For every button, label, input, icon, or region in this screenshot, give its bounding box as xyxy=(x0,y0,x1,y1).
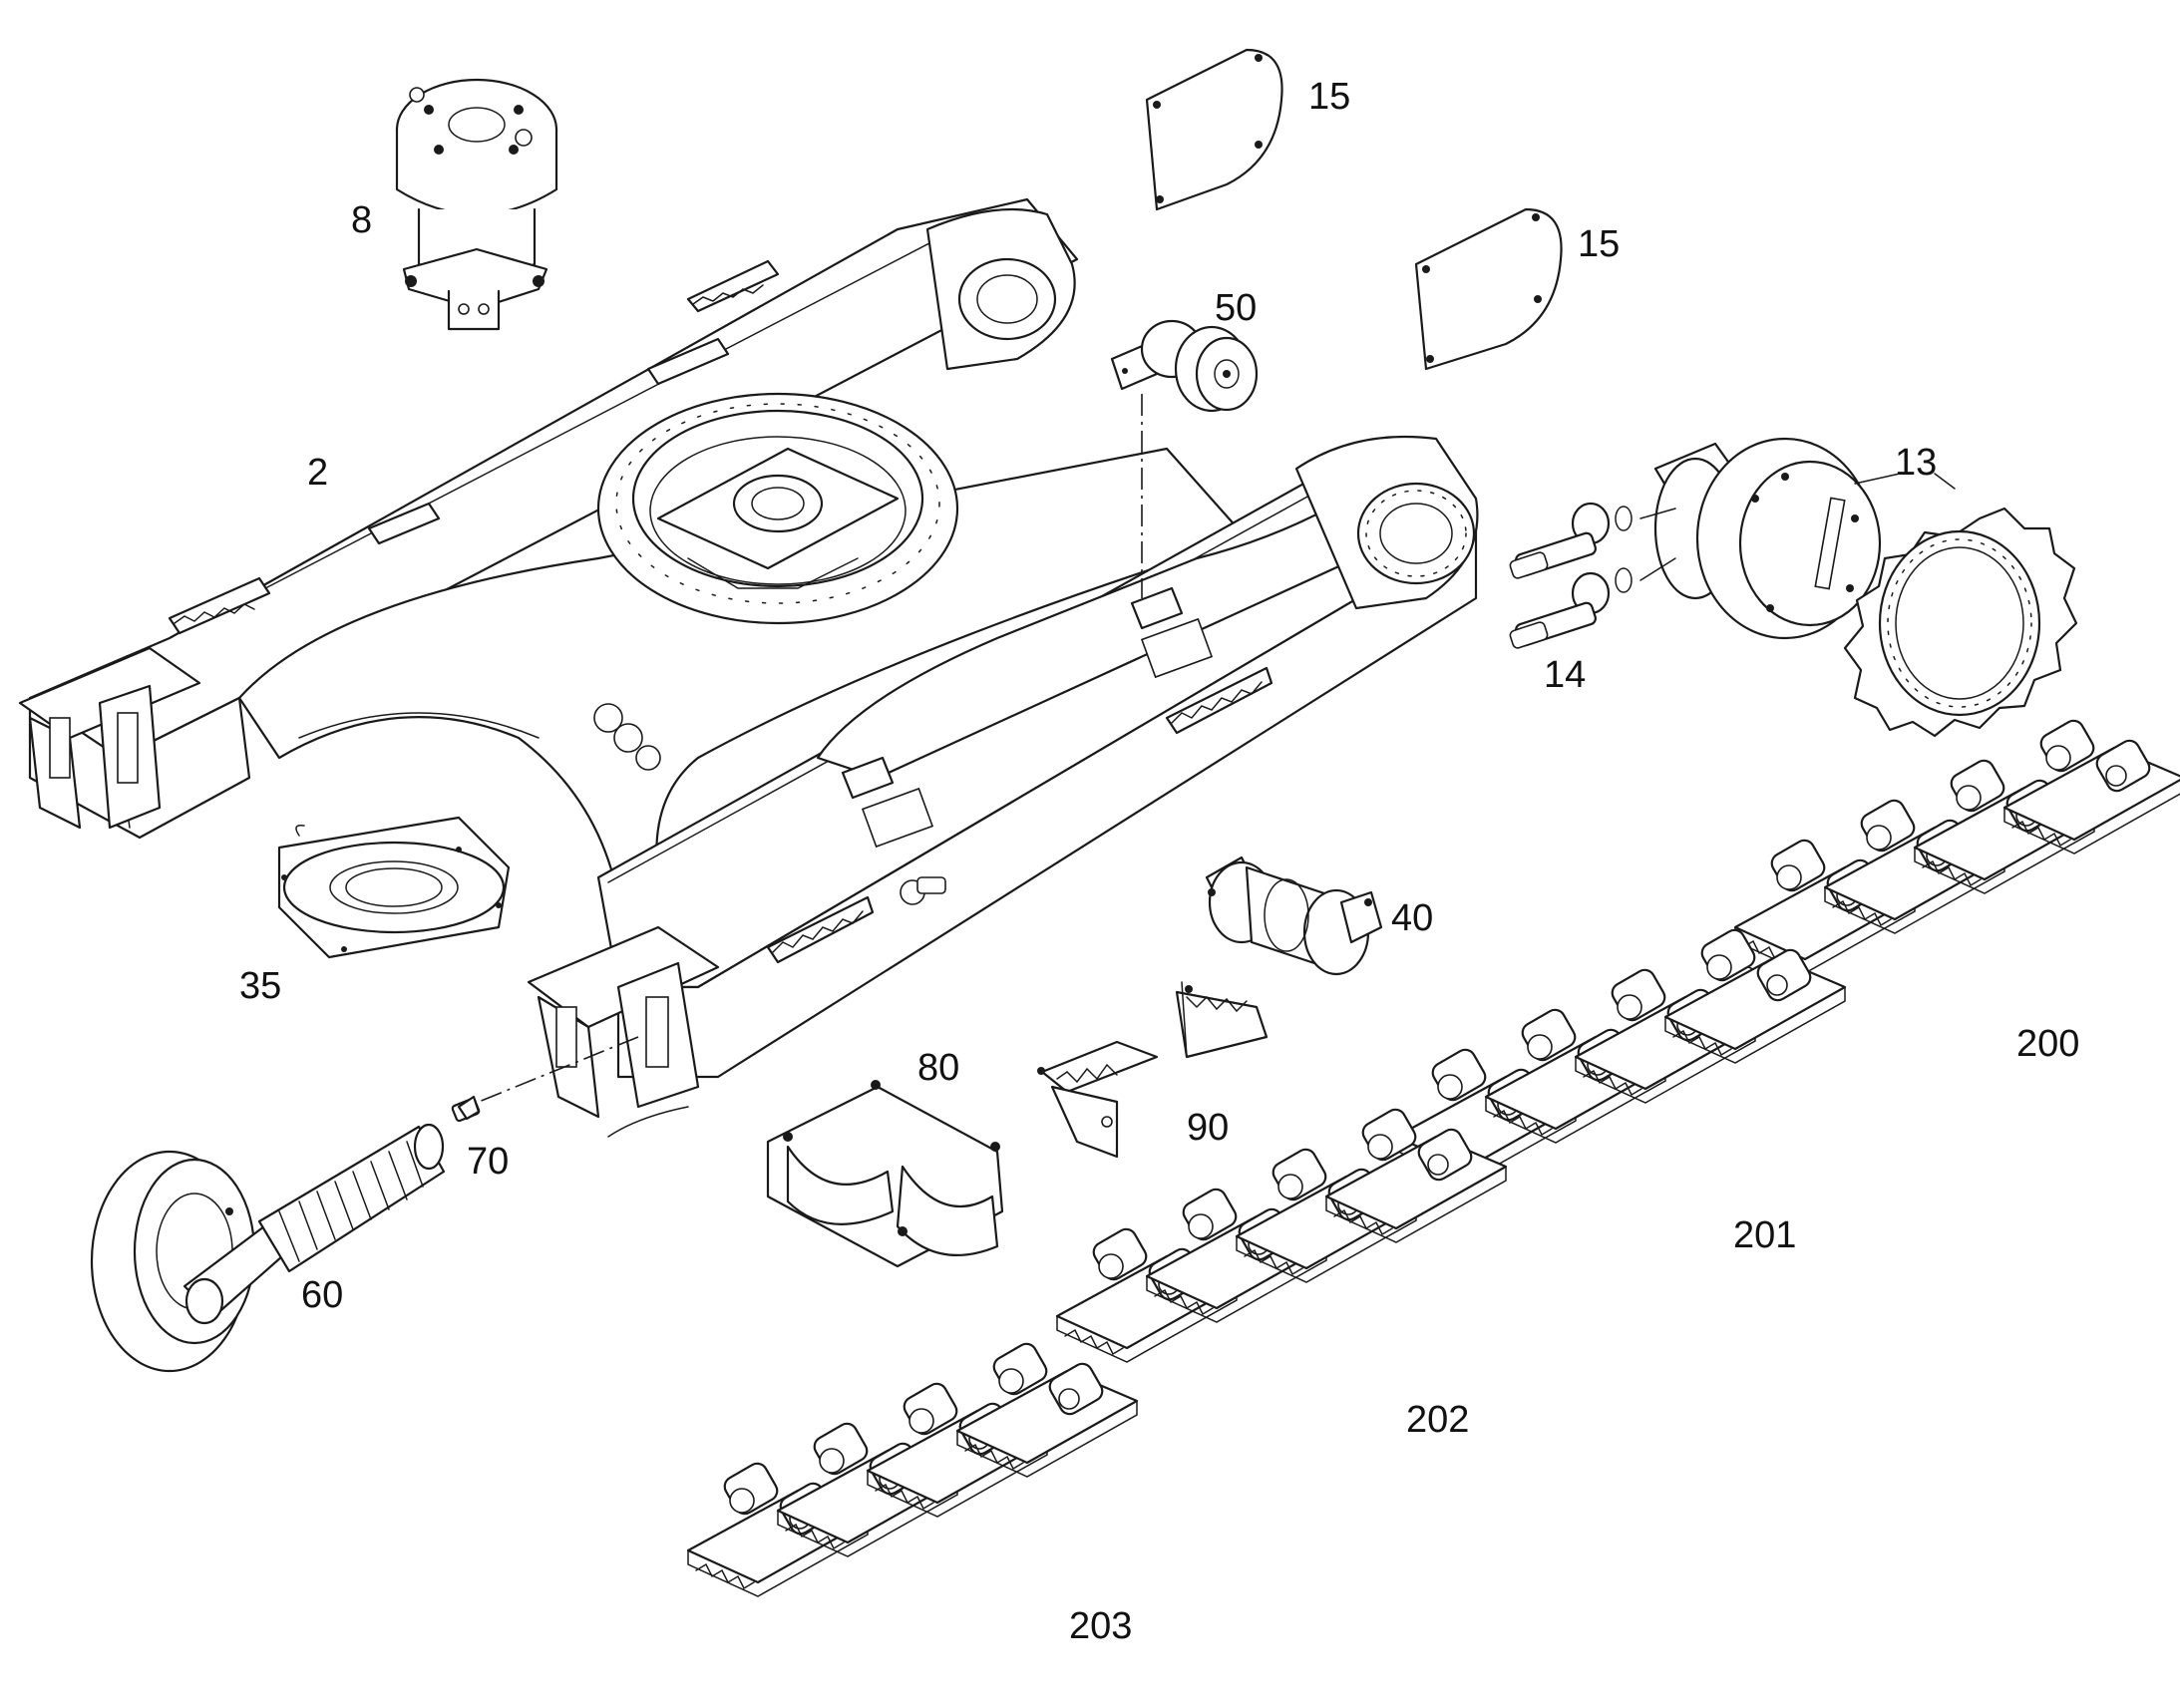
undercarriage-frame xyxy=(18,197,1479,1138)
track-guide xyxy=(766,1080,1004,1268)
callout-13: 13 xyxy=(1895,442,1938,484)
callout-15-lower: 15 xyxy=(1578,223,1621,265)
cover-plate-lower xyxy=(1414,207,1563,371)
drive-sprocket xyxy=(1843,507,2078,738)
callout-90: 90 xyxy=(1187,1107,1230,1149)
drive-shafts xyxy=(1509,502,1676,649)
track-group-202 xyxy=(1055,1105,1508,1364)
leader-13a xyxy=(1854,473,1901,485)
callout-50: 50 xyxy=(1215,287,1258,329)
callout-2: 2 xyxy=(307,452,329,494)
track-group-200 xyxy=(1724,716,2180,988)
callout-70: 70 xyxy=(467,1141,510,1183)
swivel-joint xyxy=(395,78,558,331)
cover-disc xyxy=(277,816,511,959)
callout-203: 203 xyxy=(1069,1605,1133,1647)
grease-fitting xyxy=(451,1036,639,1123)
carrier-roller xyxy=(1110,319,1259,598)
callout-15-upper: 15 xyxy=(1308,76,1351,118)
track-guard xyxy=(1037,981,1269,1159)
track-roller xyxy=(1205,855,1383,976)
callout-200: 200 xyxy=(2016,1023,2080,1065)
callout-202: 202 xyxy=(1406,1399,1470,1441)
callout-60: 60 xyxy=(301,1274,344,1316)
cover-plate-upper xyxy=(1145,48,1283,211)
callout-201: 201 xyxy=(1733,1214,1797,1256)
callout-80: 80 xyxy=(917,1047,960,1089)
track-group-203 xyxy=(686,1339,1139,1598)
callout-40: 40 xyxy=(1391,897,1434,939)
callout-8: 8 xyxy=(351,199,373,241)
callout-35: 35 xyxy=(239,965,282,1007)
callout-14: 14 xyxy=(1544,654,1587,696)
leader-13b xyxy=(1934,473,1956,490)
idler-with-recoil-spring xyxy=(90,1123,446,1373)
travel-motor xyxy=(1653,437,1882,640)
